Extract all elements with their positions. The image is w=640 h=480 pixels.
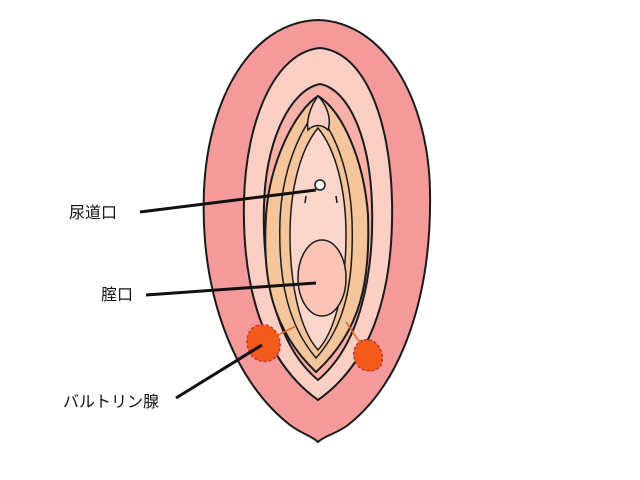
bartholin-gland-right [352, 339, 384, 372]
bartholin-duct-left [271, 325, 297, 339]
urethral-opening [314, 179, 326, 191]
vaginal-opening [297, 239, 347, 317]
label-vaginal-opening: 腟口 [101, 285, 134, 304]
leader-line-bartholin [175, 343, 263, 400]
urethral-marks [304, 195, 338, 204]
leader-line-urethra [139, 188, 317, 214]
bartholin-duct-right [345, 321, 363, 347]
clitoral-hood [306, 94, 330, 132]
bartholin-gland-left [246, 323, 281, 363]
label-bartholin-gland: バルトリン腺 [63, 392, 160, 411]
labia-minora-inner-line [279, 110, 354, 360]
label-urethral-opening: 尿道口 [69, 203, 118, 222]
leader-line-vagina [145, 281, 317, 297]
